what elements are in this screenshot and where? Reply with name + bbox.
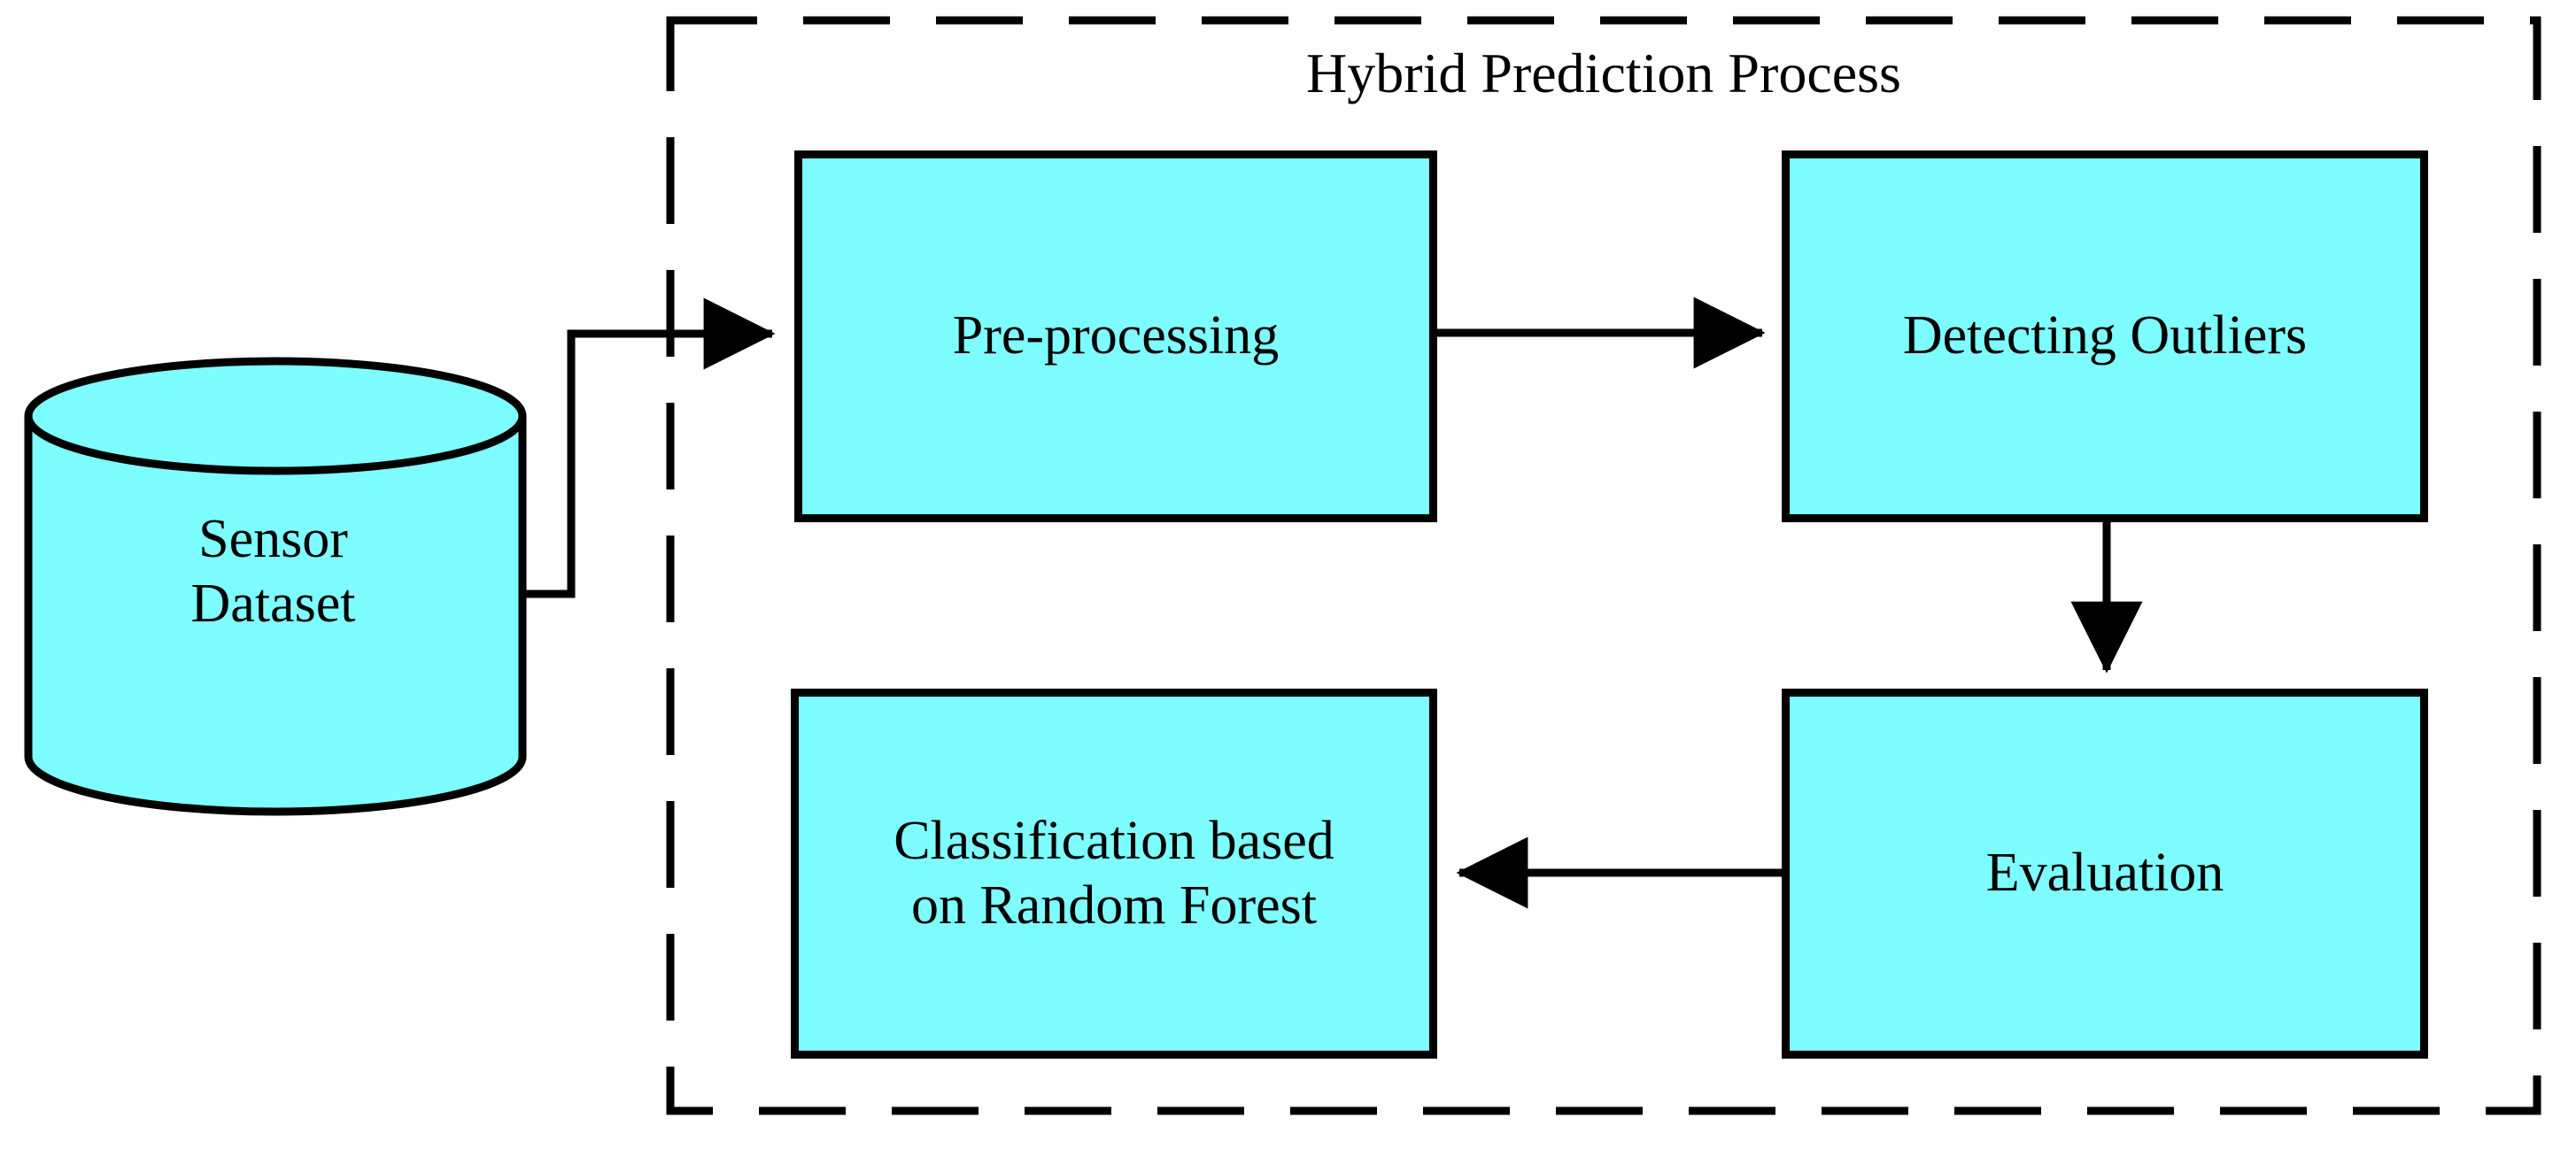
node-detecting-outliers[interactable] — [1782, 150, 2428, 522]
evaluation-box-fill — [1785, 692, 2425, 1055]
edge-dataset-to-preprocessing — [522, 297, 776, 598]
node-preprocessing[interactable] — [794, 150, 1437, 522]
hybrid-prediction-process-container — [666, 16, 2541, 1115]
classification-box-fill — [794, 692, 1434, 1055]
node-classification[interactable] — [791, 689, 1437, 1059]
sensor-dataset-cylinder-body — [24, 412, 527, 816]
preprocessing-box-fill — [798, 154, 1434, 519]
container-title: Hybrid Prediction Process — [1306, 42, 1901, 104]
sensor-dataset-cylinder-top — [24, 357, 527, 475]
detecting-box-fill — [1785, 154, 2425, 519]
node-evaluation[interactable] — [1782, 689, 2428, 1059]
